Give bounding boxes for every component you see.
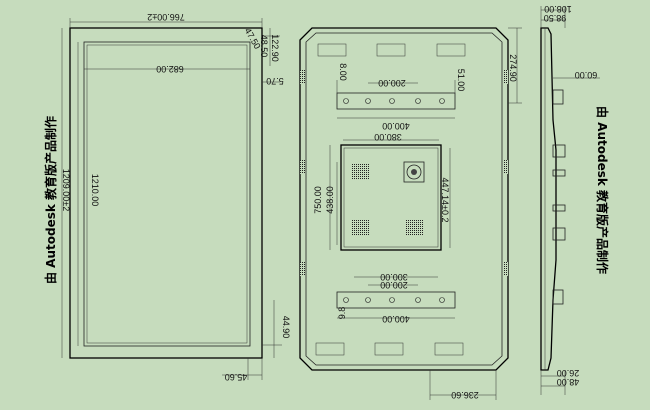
front-outer-frame: [69, 27, 263, 359]
side-profile: [540, 27, 557, 371]
rear-vents-bottom: [315, 342, 464, 356]
front-view: 766.00±2 682.00 1210.00 1209.00±2 122.90…: [61, 12, 291, 382]
side-mid-label: 60.00: [575, 70, 598, 80]
front-screen: [86, 44, 248, 344]
side-bracket-top: [552, 89, 564, 105]
cooling-fan: [403, 161, 425, 183]
front-bottom-offset-label: 44.90: [281, 316, 291, 339]
side-bottom-label-1: 48.00: [557, 377, 580, 387]
lower-label-4: 9.8: [337, 307, 347, 320]
lower-label-3: 400.00: [382, 314, 410, 324]
front-inner-width-label: 682.00: [156, 64, 184, 74]
side-bottom-label-2: 26.00: [557, 368, 580, 378]
rear-inner-frame: [305, 32, 503, 366]
side-view: 108.00 98.50 60.00 48.00 26.00: [540, 4, 600, 395]
lower-bracket: [336, 291, 456, 309]
panel-width-label: 380.00: [374, 132, 402, 142]
rear-view: 8.00 200.00 51.00 400.00 274.90 380.00 7…: [299, 27, 522, 400]
front-inner-height-label: 1209.00±2: [61, 169, 71, 211]
lower-label-2: 200.00: [380, 280, 408, 290]
rear-top-edge-label: 274.90: [508, 54, 518, 82]
watermark-right: 由 Autodesk 教育版产品制作: [595, 106, 610, 274]
rear-vents-side: [300, 70, 508, 276]
vesa-h-label-2: 438.00: [325, 186, 335, 214]
bracket-label-3: 51.00: [456, 69, 466, 92]
front-top-offset-label: 122.90: [270, 34, 280, 62]
rear-vents-top: [317, 43, 466, 57]
front-width-label: 766.00±2: [147, 12, 184, 22]
side-top-label-2: 98.50: [544, 13, 567, 23]
vesa-h-label-3: 447.14±0.2: [440, 178, 450, 223]
bracket-label-1: 8.00: [338, 63, 348, 81]
front-outer-height-label: 1210.00: [90, 174, 100, 207]
front-corner-b-label: 48.50: [259, 35, 269, 58]
side-top-label-1: 108.00: [544, 4, 572, 14]
bracket-label-4: 400.00: [382, 121, 410, 131]
panel-vent-1: [352, 164, 370, 180]
rear-bottom-label: 236.60: [451, 390, 479, 400]
panel-vent-3: [405, 220, 423, 236]
front-inner-frame: [83, 41, 251, 347]
upper-bracket: [336, 92, 456, 110]
center-panel: [340, 144, 442, 251]
front-side-label: 5.70: [266, 76, 284, 86]
bracket-label-2: 200.00: [378, 78, 406, 88]
panel-vent-2: [352, 220, 370, 236]
rear-outer-frame: [299, 27, 509, 371]
vesa-h-label-1: 750.00: [313, 186, 323, 214]
side-bracket-bottom: [552, 289, 564, 305]
lower-label-1: 300.00: [380, 272, 408, 282]
watermark-left: 由 Autodesk 教育版产品制作: [43, 116, 58, 284]
front-bottom-edge-label: 45.60: [225, 372, 248, 382]
